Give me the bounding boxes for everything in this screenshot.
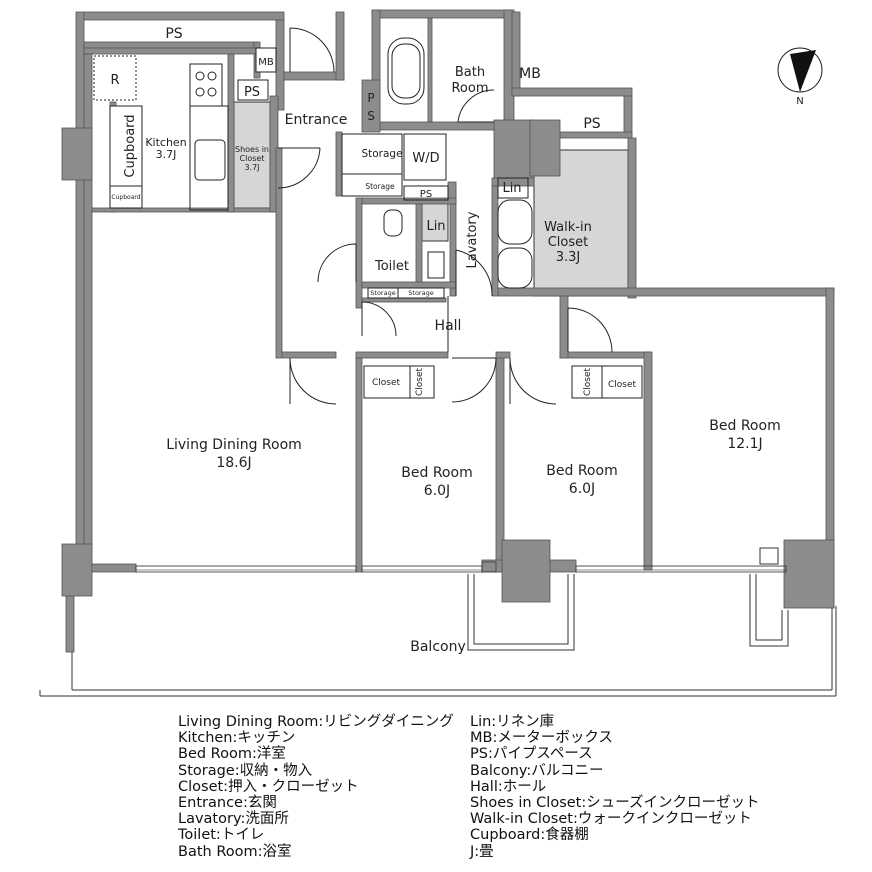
bed-room-1-label: Bed Room	[401, 465, 472, 481]
bed-room-2-size: 6.0J	[569, 481, 595, 497]
bedroom1-door	[451, 357, 497, 403]
lin-top-label: Lin	[502, 181, 521, 196]
storage-large-label: Storage	[361, 148, 402, 160]
legend-entry: J:畳	[470, 843, 494, 860]
storage-toilet-1-label: Storage	[370, 289, 395, 297]
bathtub	[387, 37, 425, 105]
legend-entry: Lavatory:洗面所	[178, 811, 289, 828]
legend-entry: Bed Room:洋室	[178, 746, 286, 763]
ps-middle-label: PS	[420, 189, 432, 200]
walkin-label-1: Walk-in	[544, 220, 592, 235]
toilet-fixture	[383, 209, 403, 237]
bath-label-2: Room	[451, 81, 488, 96]
closet-4-label: Closet	[608, 380, 637, 390]
fixtures	[93, 37, 643, 573]
shoes-door	[277, 147, 321, 189]
bedroom3-door	[567, 307, 613, 353]
mb-top-label: MB	[258, 57, 274, 68]
living-dining-label: Living Dining Room	[166, 437, 302, 453]
kitchen-label: Kitchen	[145, 136, 186, 149]
cooktop	[189, 63, 223, 107]
legend-entry: MB:メーターボックス	[470, 730, 613, 747]
shoes-closet-line1: Shoes in	[235, 145, 269, 154]
kitchen-sink	[194, 139, 226, 181]
closet-2-label: Closet	[415, 368, 425, 397]
north-arrow-icon	[790, 50, 816, 92]
shoes-closet-area	[233, 101, 271, 209]
walls	[61, 9, 835, 653]
toilet-door	[317, 243, 357, 283]
bath-label-1: Bath	[455, 65, 485, 80]
legend-entry: PS:パイプスペース	[470, 746, 593, 763]
north-compass: N	[777, 47, 823, 107]
lavatory-basin-2	[497, 247, 533, 289]
ps-right-label: PS	[583, 116, 600, 132]
kitchen-counter	[189, 105, 229, 211]
doors	[277, 27, 613, 405]
balcony-outline	[39, 547, 837, 697]
closet-3-label: Closet	[583, 368, 593, 397]
legend-entry: Closet:押入・クローゼット	[178, 778, 359, 795]
compass-label: N	[796, 96, 803, 107]
gray-rooms	[233, 101, 629, 297]
walkin-size: 3.3J	[556, 250, 581, 265]
closet-1-label: Closet	[372, 378, 401, 388]
legend-entry: Hall:ホール	[470, 778, 547, 795]
legend-entry: Shoes in Closet:シューズインクローゼット	[470, 795, 760, 812]
cupboard-label: Cupboard	[123, 114, 138, 177]
hall-door-toilet	[361, 301, 397, 337]
bedroom2-door	[509, 357, 557, 405]
legend-entry: Storage:収納・物入	[178, 762, 313, 779]
bed-room-3-size: 12.1J	[727, 436, 762, 452]
hall-label: Hall	[435, 318, 462, 334]
cupboard-small-label: Cupboard	[111, 194, 140, 201]
wd-label: W/D	[412, 151, 439, 166]
bath-door	[457, 89, 495, 123]
lavatory-label: Lavatory	[465, 211, 480, 268]
windows	[135, 565, 787, 573]
entrance-label: Entrance	[285, 112, 348, 128]
legend-entry: Bath Room:浴室	[178, 843, 292, 860]
room-labels: PS MB R PS Kitchen 3.7J Cupboard Cupboar…	[110, 26, 780, 655]
living-door	[289, 357, 337, 405]
lavatory-door	[455, 249, 493, 297]
ps-kitchen-label: PS	[244, 85, 260, 100]
refrigerator-label: R	[110, 73, 119, 88]
legend-entry: Toilet:トイレ	[178, 827, 265, 844]
legend-entry: Lin:リネン庫	[470, 714, 555, 730]
ps-entrance-p: P	[367, 91, 374, 105]
legend-entry: Walk-in Closet:ウォークインクローゼット	[470, 811, 752, 828]
shoes-closet-size: 3.7J	[244, 163, 259, 172]
bed-room-1-size: 6.0J	[424, 483, 450, 499]
walkin-label-2: Closet	[548, 235, 589, 250]
legend-entry: Living Dining Room:リビングダイニング	[178, 714, 454, 730]
ps-entrance-s: S	[367, 109, 375, 123]
legend-entry: Entrance:玄関	[178, 795, 277, 812]
refrigerator-box	[93, 55, 137, 101]
toilet-label: Toilet	[374, 259, 409, 274]
storage-toilet-2-label: Storage	[408, 289, 433, 297]
balcony-label: Balcony	[410, 639, 466, 655]
living-dining-size: 18.6J	[216, 455, 251, 471]
legend-entry: Balcony:バルコニー	[470, 762, 604, 779]
storage-small-label: Storage	[365, 182, 395, 191]
bed-room-3-label: Bed Room	[709, 418, 780, 434]
ps-top-label: PS	[165, 26, 182, 42]
entrance-door	[289, 27, 335, 73]
mb-right-label: MB	[519, 66, 541, 82]
lavatory-basin-1	[497, 199, 533, 245]
legend-entry: Cupboard:食器棚	[470, 827, 589, 844]
legend-entry: Kitchen:キッチン	[178, 730, 296, 747]
kitchen-size: 3.7J	[156, 148, 177, 161]
lin-left-label: Lin	[426, 219, 445, 234]
shoes-closet-line2: Closet	[240, 154, 265, 163]
bed-room-2-label: Bed Room	[546, 463, 617, 479]
